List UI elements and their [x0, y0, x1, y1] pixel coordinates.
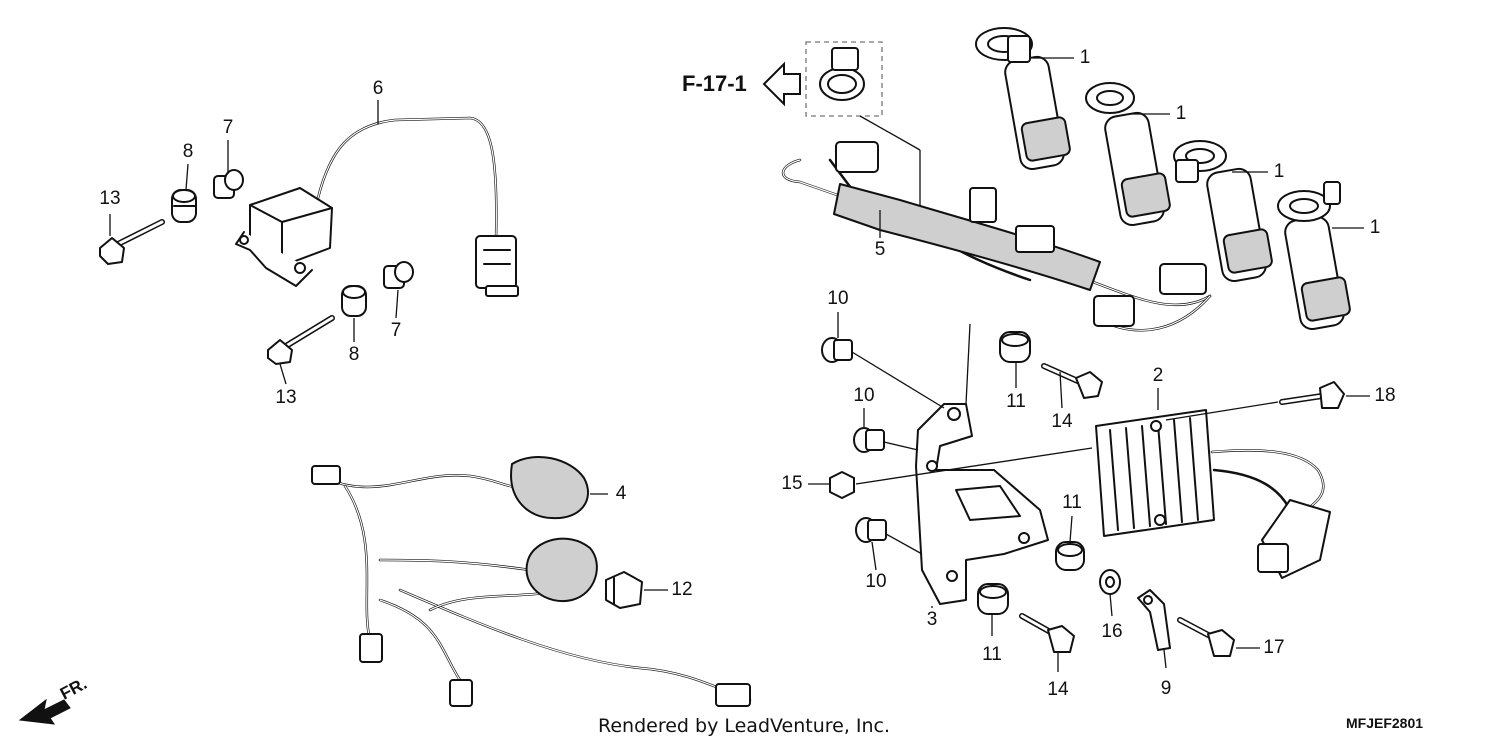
- bolt-10-middle[interactable]: [853, 427, 885, 453]
- bolt-7-lower[interactable]: [383, 261, 414, 289]
- front-direction-indicator: FR.: [18, 674, 90, 725]
- regulator-rectifier[interactable]: [1095, 409, 1331, 579]
- mounting-bracket[interactable]: [915, 403, 1049, 605]
- reference-arrow[interactable]: F-17-1: [682, 61, 801, 107]
- footer-credit: Rendered by LeadVenture, Inc.: [598, 715, 890, 737]
- collar-8-upper[interactable]: [171, 189, 197, 223]
- callout-6[interactable]: 6: [373, 78, 384, 99]
- grommet-12[interactable]: [605, 571, 643, 609]
- callout-17[interactable]: 17: [1263, 637, 1284, 658]
- callout-18[interactable]: 18: [1374, 385, 1395, 406]
- callout-16[interactable]: 16: [1101, 621, 1122, 642]
- callout-12[interactable]: 12: [671, 579, 692, 600]
- collar-8-lower[interactable]: [341, 285, 367, 317]
- callout-1c[interactable]: 1: [1274, 161, 1285, 182]
- detail-box: [805, 41, 883, 117]
- nut-15[interactable]: [829, 471, 855, 499]
- ignition-coil-c[interactable]: [1173, 140, 1273, 283]
- callout-11c[interactable]: 11: [982, 644, 1002, 665]
- bolt-18[interactable]: [1279, 381, 1345, 409]
- diagram-code: MFJEF2801: [1346, 715, 1423, 731]
- callout-7b[interactable]: 7: [391, 320, 402, 341]
- callout-11a[interactable]: 11: [1006, 391, 1026, 412]
- washer-16[interactable]: [1099, 569, 1121, 595]
- sub-harness[interactable]: [311, 456, 752, 707]
- callout-3[interactable]: 3: [927, 609, 938, 630]
- callout-11b[interactable]: 11: [1062, 492, 1082, 513]
- callout-1b[interactable]: 1: [1176, 103, 1187, 124]
- bolt-7-upper[interactable]: [213, 169, 244, 199]
- callout-9[interactable]: 9: [1161, 678, 1172, 699]
- callout-14a[interactable]: 14: [1051, 411, 1073, 432]
- callout-1d[interactable]: 1: [1370, 217, 1381, 238]
- collar-11-middle[interactable]: [1055, 541, 1085, 571]
- sensor-assembly[interactable]: [235, 116, 519, 297]
- reference-label: F-17-1: [682, 71, 747, 96]
- bolt-17[interactable]: [1177, 617, 1235, 657]
- callout-10c[interactable]: 10: [865, 571, 886, 592]
- callout-leaders: [109, 57, 1370, 672]
- bolt-10-upper[interactable]: [821, 337, 853, 363]
- callout-14b[interactable]: 14: [1047, 679, 1069, 700]
- collar-11-lower[interactable]: [977, 583, 1009, 615]
- front-label: FR.: [57, 674, 90, 704]
- bolt-13-upper[interactable]: [99, 219, 165, 265]
- bolt-14-lower[interactable]: [1019, 613, 1075, 653]
- ignition-coil-b[interactable]: [1085, 82, 1171, 227]
- bolt-14-upper[interactable]: [1041, 363, 1103, 399]
- bolt-10-lower[interactable]: [855, 517, 887, 543]
- main-harness[interactable]: [781, 141, 1212, 332]
- harness-clamp[interactable]: [819, 47, 865, 101]
- callout-numbers: 1 1 1 1 2 3 4 5 6 7 7 8 8 9 10 10 10 11 …: [99, 47, 1395, 700]
- callout-5[interactable]: 5: [875, 239, 886, 260]
- collar-11-upper[interactable]: [999, 331, 1031, 363]
- ground-terminal-9[interactable]: [1137, 589, 1171, 651]
- front-arrow-icon: [18, 698, 71, 725]
- callout-4[interactable]: 4: [616, 483, 627, 504]
- callout-13b[interactable]: 13: [275, 387, 296, 408]
- callout-10b[interactable]: 10: [853, 385, 874, 406]
- callout-13a[interactable]: 13: [99, 188, 120, 209]
- callout-15[interactable]: 15: [781, 473, 802, 494]
- callout-1a[interactable]: 1: [1080, 47, 1091, 68]
- callout-2[interactable]: 2: [1153, 365, 1164, 386]
- ignition-coil-d[interactable]: [1277, 181, 1351, 331]
- ignition-coil-a[interactable]: [975, 27, 1071, 171]
- callout-8b[interactable]: 8: [349, 344, 360, 365]
- callout-10a[interactable]: 10: [827, 288, 848, 309]
- callout-8a[interactable]: 8: [183, 141, 194, 162]
- bolt-13-lower[interactable]: [267, 315, 335, 365]
- callout-7a[interactable]: 7: [223, 117, 234, 138]
